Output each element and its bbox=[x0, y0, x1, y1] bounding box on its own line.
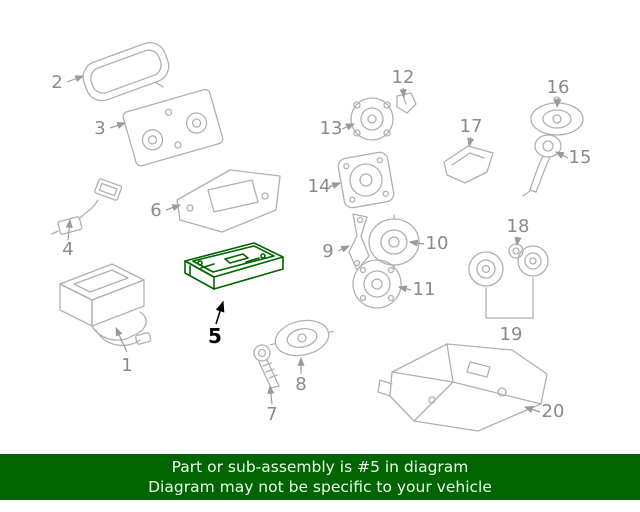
callout-7: 7 bbox=[266, 404, 277, 425]
leader-14 bbox=[328, 182, 342, 190]
callout-4: 4 bbox=[62, 239, 73, 260]
part-18-tweeter-pair bbox=[468, 243, 549, 287]
leader-6 bbox=[165, 204, 182, 212]
callout-1: 1 bbox=[121, 355, 132, 376]
part-12-retainer-clip bbox=[396, 92, 417, 114]
callout-12: 12 bbox=[392, 67, 415, 88]
leader-10 bbox=[408, 239, 425, 247]
callout-5-highlighted: 5 bbox=[208, 324, 222, 348]
callout-15: 15 bbox=[569, 147, 592, 168]
leader-2 bbox=[66, 75, 85, 83]
part-15-tweeter-with-arm bbox=[522, 134, 562, 197]
part-4-antenna-cable bbox=[51, 178, 123, 235]
callout-11: 11 bbox=[413, 279, 436, 300]
leader-20 bbox=[523, 406, 541, 413]
leader-11 bbox=[397, 285, 412, 293]
leader-5-highlight bbox=[215, 300, 225, 325]
callout-2: 2 bbox=[51, 72, 62, 93]
leader-15 bbox=[554, 151, 569, 159]
part-19-bracket-link bbox=[485, 277, 534, 319]
part-6-mounting-bracket bbox=[176, 169, 281, 233]
callout-17: 17 bbox=[460, 116, 483, 137]
part-11-round-speaker bbox=[352, 259, 402, 309]
callout-8: 8 bbox=[295, 374, 306, 395]
callout-13: 13 bbox=[320, 118, 343, 139]
leader-7 bbox=[267, 384, 275, 405]
part-7-mounting-bolt bbox=[253, 344, 280, 389]
callout-labels: 1 2 3 4 5 6 7 8 9 10 11 12 13 14 15 16 1… bbox=[51, 67, 591, 425]
part-20-amplifier-enclosure bbox=[377, 343, 548, 432]
leader-18 bbox=[514, 236, 522, 247]
part-5-highlighted-amplifier bbox=[184, 242, 284, 290]
callout-6: 6 bbox=[150, 200, 161, 221]
banner-line-2: Diagram may not be specific to your vehi… bbox=[148, 478, 492, 496]
callout-14: 14 bbox=[308, 176, 331, 197]
part-3-radio-faceplate bbox=[122, 88, 224, 167]
part-14-square-speaker bbox=[337, 151, 395, 209]
leader-17 bbox=[467, 136, 475, 148]
part-9-speaker-bracket bbox=[348, 213, 370, 271]
leader-3 bbox=[109, 122, 127, 129]
callout-9: 9 bbox=[322, 241, 333, 262]
leader-lines bbox=[65, 75, 569, 413]
callout-3: 3 bbox=[94, 118, 105, 139]
leader-4 bbox=[65, 218, 73, 241]
part-17-speaker-bracket-rear bbox=[443, 145, 494, 184]
part-10-door-speaker bbox=[368, 214, 420, 270]
part-13-speaker-frame bbox=[350, 97, 394, 141]
callout-18: 18 bbox=[507, 216, 530, 237]
banner-line-1: Part or sub-assembly is #5 in diagram bbox=[171, 457, 469, 476]
leader-9 bbox=[337, 245, 351, 253]
part-1-control-module bbox=[59, 263, 152, 347]
callout-19: 19 bbox=[500, 324, 523, 345]
leader-13 bbox=[341, 123, 356, 131]
callout-10: 10 bbox=[426, 233, 449, 254]
part-8-oval-speaker bbox=[270, 319, 334, 357]
callout-20: 20 bbox=[542, 401, 565, 422]
callout-16: 16 bbox=[547, 77, 570, 98]
leader-12 bbox=[399, 87, 407, 99]
leader-1 bbox=[115, 326, 128, 353]
highlight-banner: Part or sub-assembly is #5 in diagram Di… bbox=[0, 454, 640, 500]
leader-16 bbox=[554, 97, 562, 109]
part-2-overhead-display bbox=[82, 42, 170, 102]
